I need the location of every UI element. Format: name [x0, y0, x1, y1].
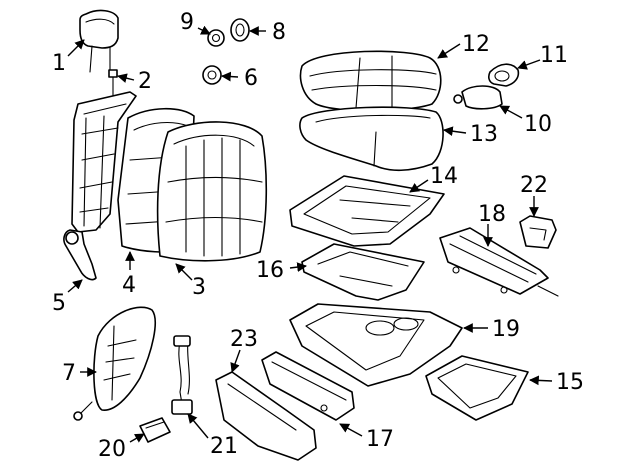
callout-14: 14: [430, 164, 458, 189]
callout-2: 2: [138, 69, 152, 94]
seat-back-frame: [63, 91, 137, 281]
callout-5: 5: [52, 291, 66, 316]
callout-10: 10: [524, 112, 552, 137]
seat-track: [439, 227, 559, 297]
callout-labels: 1 2 3 4 5 6 7 8 9 10 11 12 13 14 15 16 1…: [52, 10, 584, 462]
callout-13: 13: [470, 122, 498, 147]
seat-back-panel: [73, 306, 156, 421]
callout-21: 21: [210, 434, 238, 459]
callout-22: 22: [520, 173, 548, 198]
leader-lines: [67, 25, 553, 443]
seat-pan: [301, 243, 425, 301]
callout-12: 12: [462, 32, 490, 57]
track-cover: [519, 215, 557, 249]
connector: [139, 417, 171, 443]
callout-20: 20: [98, 437, 126, 462]
callout-15: 15: [556, 370, 584, 395]
callout-17: 17: [366, 427, 394, 452]
seat-back-cover: [156, 121, 268, 262]
seat-base: [289, 303, 463, 387]
callout-1: 1: [52, 51, 66, 76]
callout-19: 19: [492, 317, 520, 342]
callout-18: 18: [478, 202, 506, 227]
side-trim-knob: [453, 85, 503, 110]
callout-8: 8: [272, 20, 286, 45]
hardware-nut-9: [207, 29, 225, 47]
cushion-frame: [289, 175, 445, 247]
inner-trim-panel: [261, 351, 355, 421]
headrest-guide: [108, 69, 118, 97]
side-trim-cover: [488, 63, 520, 87]
headrest: [79, 9, 119, 73]
wire-harness: [171, 335, 193, 415]
callout-3: 3: [192, 275, 206, 300]
callout-4: 4: [122, 273, 136, 298]
cushion-cover: [299, 50, 442, 112]
cushion-pad: [299, 106, 444, 172]
callout-9: 9: [180, 10, 194, 35]
storage-tray: [425, 355, 529, 421]
callout-11: 11: [540, 43, 568, 68]
callout-7: 7: [62, 361, 76, 386]
hardware-bushing-8: [230, 18, 250, 42]
callout-6: 6: [244, 66, 258, 91]
hardware-nut-6: [202, 65, 222, 85]
callout-23: 23: [230, 327, 258, 352]
callout-16: 16: [256, 258, 284, 283]
outer-trim-panel: [215, 371, 317, 461]
